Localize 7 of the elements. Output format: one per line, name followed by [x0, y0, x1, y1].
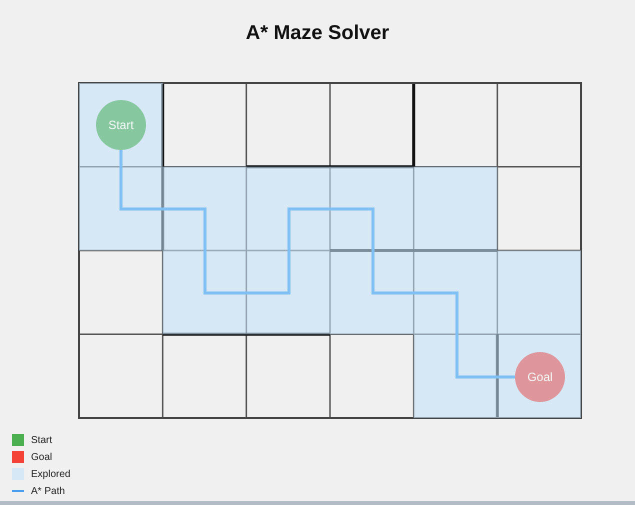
legend-label: A* Path [31, 486, 65, 496]
legend-label: Start [31, 434, 52, 446]
legend-label: Explored [31, 468, 70, 480]
legend-label: Goal [31, 452, 52, 462]
node-label: Start [108, 118, 134, 132]
node-label: Goal [527, 370, 553, 384]
diagram-title: A* Maze Solver [246, 22, 390, 44]
